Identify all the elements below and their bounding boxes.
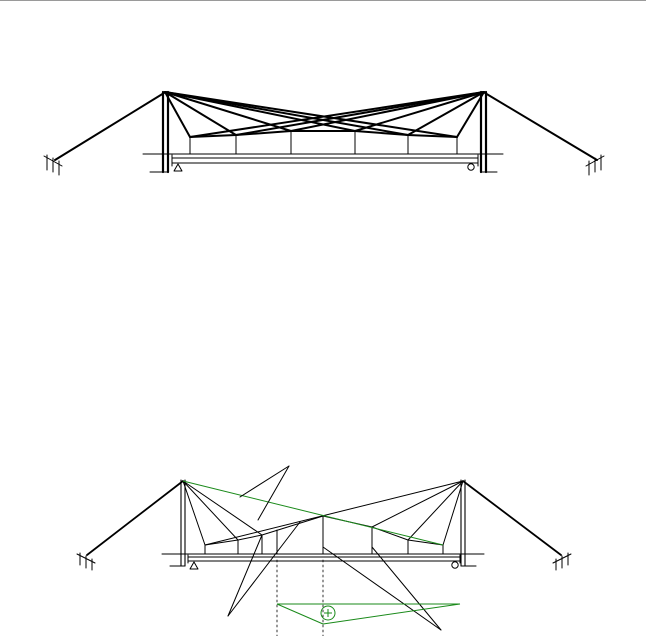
top-back-stays (54, 92, 598, 161)
top-hangers (189, 130, 458, 155)
projection-lines (276, 559, 324, 636)
bottom-left-pylon (169, 479, 186, 567)
triangle-support-icon (173, 163, 183, 172)
ground-hatch-icon (552, 552, 572, 571)
bottom-right-pylon (460, 479, 477, 567)
plus-circle-icon (320, 605, 336, 621)
top-bridge-diagram (43, 90, 605, 176)
triangle-support-icon (189, 561, 199, 570)
bottom-bridge-diagram (76, 465, 572, 636)
ground-hatch-icon (43, 154, 63, 176)
top-left-pylon (149, 90, 170, 174)
top-cable-system (164, 91, 485, 138)
top-right-pylon (479, 90, 498, 174)
circle-roller-icon (467, 163, 475, 171)
influence-line-upper (182, 480, 444, 546)
page-top-rule (0, 0, 646, 1)
bottom-hangers (204, 515, 444, 555)
influence-line-diagram (276, 603, 461, 625)
bottom-back-stays (86, 480, 562, 556)
ground-hatch-icon (585, 154, 605, 176)
ground-hatch-icon (76, 552, 96, 571)
circle-roller-icon (451, 561, 459, 569)
top-deck (142, 153, 504, 167)
pointer-lines (227, 465, 442, 631)
